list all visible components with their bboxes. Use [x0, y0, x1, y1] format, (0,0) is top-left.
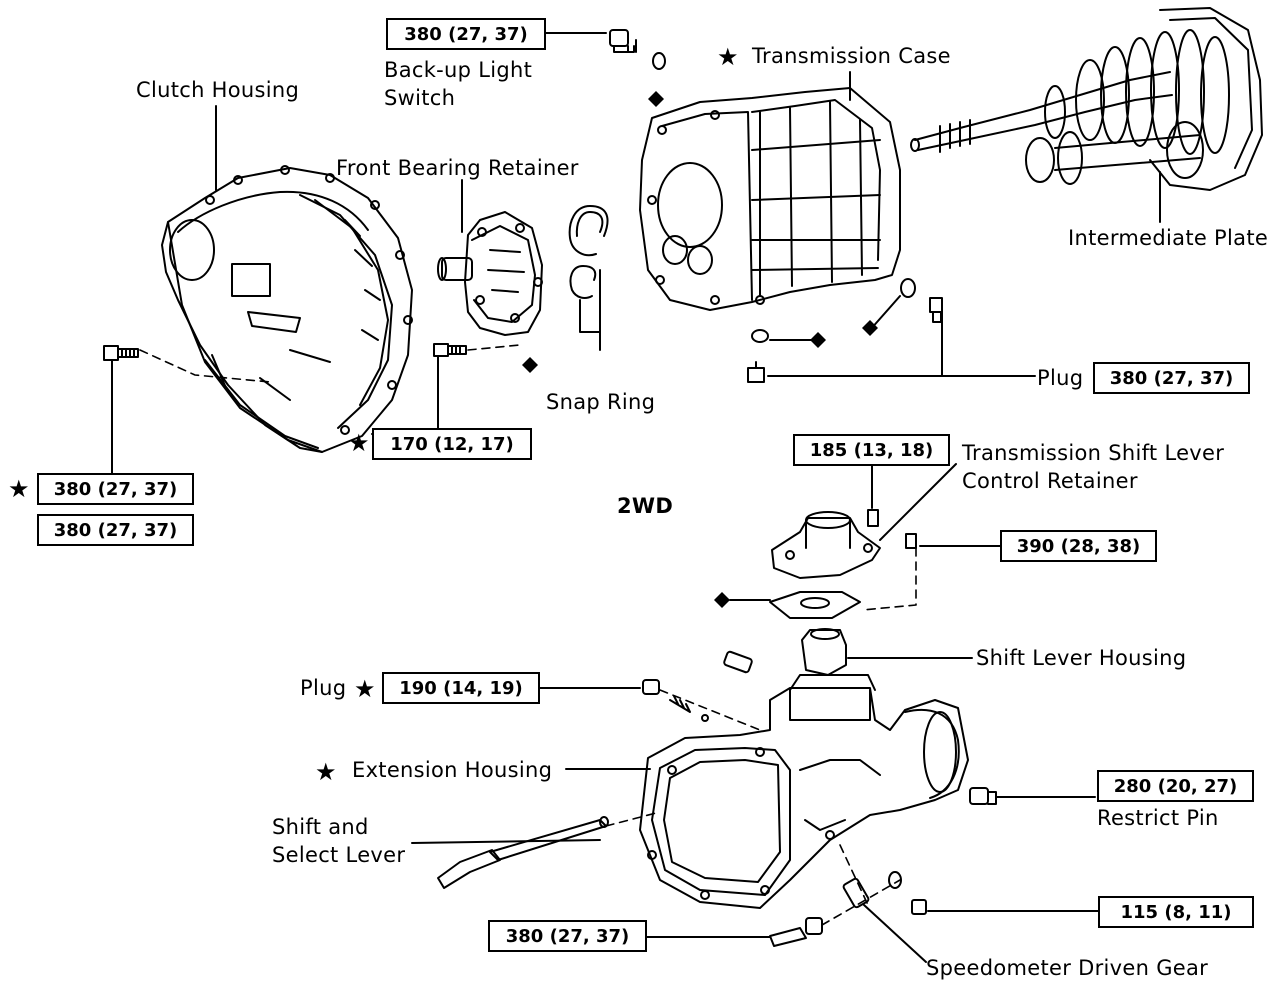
torque-retainer-bolt: 185 (13, 18): [793, 434, 950, 466]
label-plug-bottom: Plug: [300, 676, 347, 700]
dashed-guides: [139, 344, 917, 926]
intermediate-plate-part: [910, 7, 1263, 191]
torque-shift-housing-bolt: 390 (28, 38): [1000, 530, 1157, 562]
diamond-icon: [522, 357, 538, 373]
diamond-icons: [522, 91, 878, 608]
case-small-parts: [747, 278, 943, 383]
torque-plug-bottom: 190 (14, 19): [382, 672, 540, 704]
front-bearing-retainer-part: [437, 211, 543, 336]
label-snap-ring: Snap Ring: [546, 390, 656, 414]
label-transmission-case: Transmission Case: [752, 44, 951, 68]
torque-front-bearing-bolt: 170 (12, 17): [372, 428, 532, 460]
label-extension-housing: Extension Housing: [352, 758, 553, 782]
label-front-bearing-retainer: Front Bearing Retainer: [336, 156, 579, 180]
snap-ring-parts: [568, 205, 609, 299]
label-speedometer-driven-gear: Speedometer Driven Gear: [926, 956, 1209, 980]
torque-clutch-bolt: 380 (27, 37): [37, 514, 194, 546]
star-icon: ★: [717, 43, 739, 71]
clutch-housing-part: [161, 165, 413, 453]
retainer-bolt-part: [433, 343, 467, 357]
shift-lever-retainer-part: [769, 509, 917, 619]
label-backup-light-switch: Back-up Light Switch: [384, 58, 533, 110]
torque-restrict-pin: 280 (20, 27): [1097, 770, 1254, 802]
torque-speedo-bolt: 115 (8, 11): [1098, 896, 1254, 928]
diamond-icon: [714, 592, 730, 608]
extension-housing-part: [639, 674, 969, 909]
label-clutch-housing: Clutch Housing: [136, 78, 300, 102]
star-icon: ★: [8, 475, 30, 503]
transmission-case-part: [639, 87, 901, 311]
label-intermediate-plate: Intermediate Plate: [1068, 226, 1269, 250]
label-shift-select-lever: Shift and Select Lever: [272, 815, 406, 867]
diamond-icon: [862, 320, 878, 336]
shift-lever-housing-part: [723, 628, 847, 676]
torque-extension-bolt: 380 (27, 37): [488, 920, 647, 952]
label-shift-lever-retainer: Transmission Shift Lever Control Retaine…: [962, 441, 1225, 493]
star-icon: ★: [354, 675, 376, 703]
clutch-bolt-part: [103, 345, 139, 361]
label-shift-lever-housing: Shift Lever Housing: [976, 646, 1187, 670]
torque-backup-switch: 380 (27, 37): [386, 18, 546, 50]
diamond-icon: [810, 332, 826, 348]
torque-plug-top: 380 (27, 37): [1093, 362, 1250, 394]
shift-select-lever-part: [437, 816, 609, 889]
diamond-icon: [648, 91, 664, 107]
star-icon: ★: [315, 758, 337, 786]
label-restrict-pin: Restrict Pin: [1097, 806, 1219, 830]
label-plug-top: Plug: [1037, 366, 1084, 390]
torque-clutch-bolt-star: 380 (27, 37): [37, 473, 194, 505]
backup-switch-part: [609, 29, 666, 70]
leader-lines: [111, 32, 1161, 963]
label-2wd: 2WD: [617, 494, 674, 518]
star-icon: ★: [348, 429, 370, 457]
